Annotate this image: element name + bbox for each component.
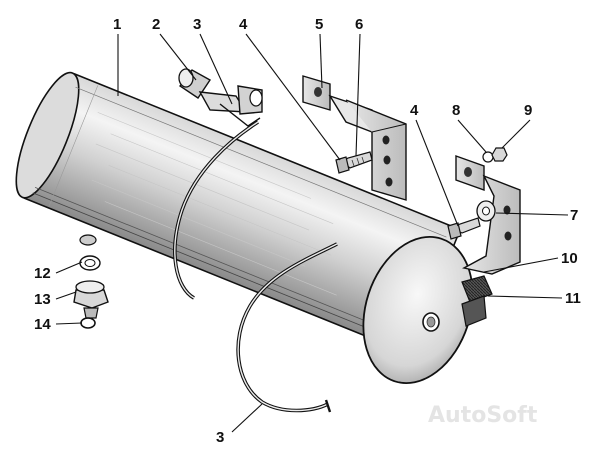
callout-7: 7 [570, 207, 578, 224]
callout-1: 1 [113, 16, 121, 33]
callout-9: 9 [524, 102, 532, 119]
callout-2: 2 [152, 16, 160, 33]
bolt-left [335, 151, 373, 174]
callout-labels: 1 2 3 4 5 6 4 8 9 7 10 11 12 13 14 3 [34, 16, 581, 446]
valve-fittings [178, 68, 263, 127]
tank-end-cap [362, 235, 474, 385]
watermark-text: AutoSoft [428, 403, 538, 428]
nut-washer [482, 147, 508, 163]
callout-8: 8 [452, 102, 460, 119]
callout-5: 5 [315, 16, 323, 33]
callout-13: 13 [34, 291, 51, 308]
rubber-pad [461, 275, 493, 327]
callout-4-left: 4 [239, 16, 248, 33]
callout-11: 11 [565, 290, 581, 307]
callout-14: 14 [34, 316, 51, 333]
bracket-left [302, 75, 407, 201]
callout-6: 6 [355, 16, 363, 33]
bolt-right [447, 217, 481, 240]
callout-4-right: 4 [410, 102, 419, 119]
bracket-right [455, 155, 521, 275]
callout-3-top: 3 [193, 16, 201, 33]
tank-body [15, 71, 460, 354]
drain-plug-assembly [73, 234, 109, 329]
callout-3-bottom: 3 [216, 429, 224, 446]
leader-lines [55, 33, 569, 433]
callout-12: 12 [34, 265, 51, 282]
callout-10: 10 [561, 250, 578, 267]
